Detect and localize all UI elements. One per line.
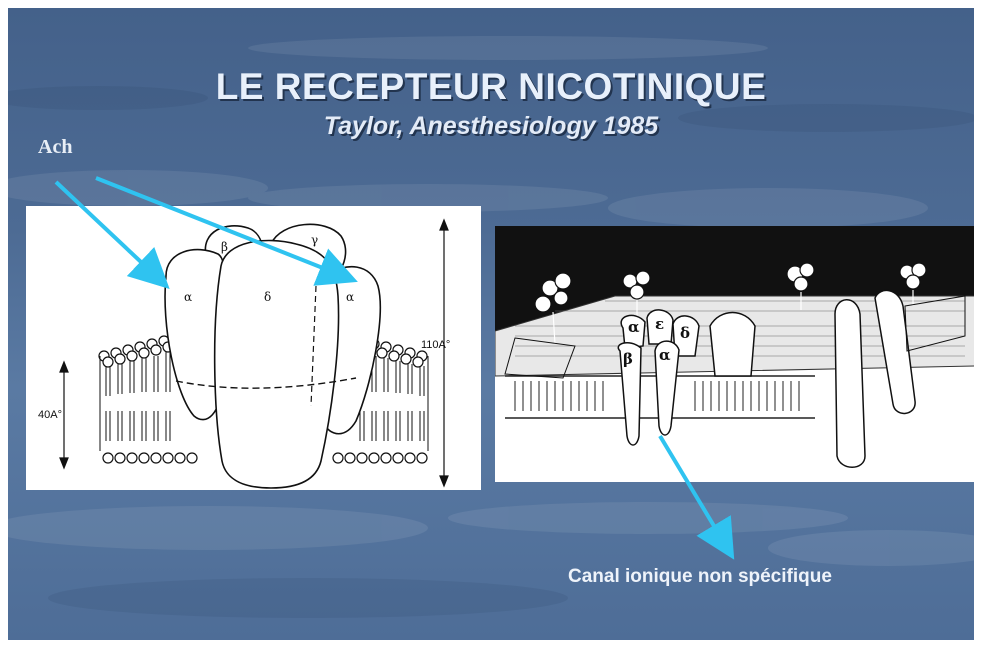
height-dimension-label: 110A° bbox=[421, 339, 450, 351]
channel-protein-right bbox=[835, 300, 865, 468]
receptor-drawing-left: β γ α δ α 110A° 40A° bbox=[26, 206, 481, 490]
subunit-label-alpha: α bbox=[628, 318, 640, 336]
ach-label: Ach bbox=[38, 136, 72, 159]
subunit-label-delta-right: δ bbox=[680, 324, 690, 342]
subunit-label-alpha-lower: α bbox=[659, 346, 671, 364]
subunit-label-alpha-right: α bbox=[346, 290, 354, 304]
subunit-label-beta-right: β bbox=[623, 350, 633, 368]
slide-background: LE RECEPTEUR NICOTINIQUE Taylor, Anesthe… bbox=[8, 8, 974, 640]
subunit-label-gamma: γ bbox=[311, 233, 318, 247]
membrane-drawing-right: α ε δ β α bbox=[495, 226, 974, 482]
subunit-delta-shape bbox=[215, 240, 339, 488]
membrane-dimension-label: 40A° bbox=[38, 409, 62, 421]
subunit-label-alpha-left: α bbox=[184, 290, 192, 304]
canal-label: Canal ionique non spécifique bbox=[568, 566, 832, 588]
slide-subtitle: Taylor, Anesthesiology 1985 bbox=[8, 112, 974, 141]
slide-title: LE RECEPTEUR NICOTINIQUE bbox=[8, 66, 974, 108]
subunit-label-beta: β bbox=[221, 240, 228, 254]
subunit-label-delta: δ bbox=[264, 290, 271, 304]
receptor-diagram-left: β γ α δ α 110A° 40A° bbox=[26, 206, 481, 490]
receptor-subunits bbox=[165, 224, 380, 488]
subunit-label-epsilon: ε bbox=[655, 315, 664, 333]
other-receptor-shape bbox=[710, 313, 755, 377]
membrane-diagram-right: α ε δ β α bbox=[495, 226, 974, 482]
height-dimension-arrow bbox=[440, 220, 448, 486]
